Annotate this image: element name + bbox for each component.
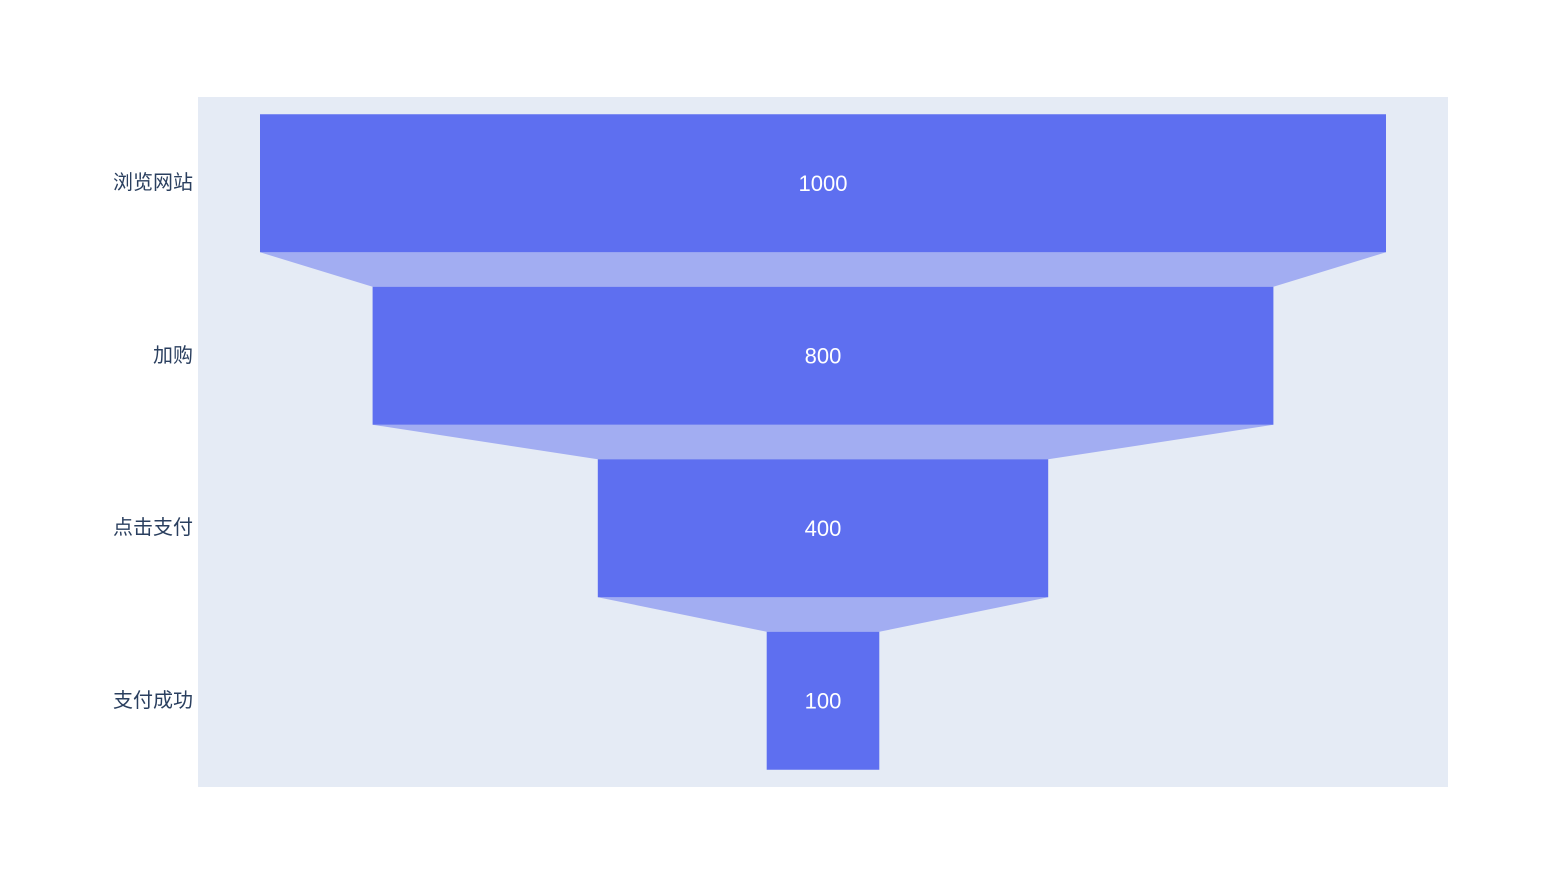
category-label-2: 点击支付 xyxy=(113,517,193,540)
funnel-bar-2[interactable] xyxy=(597,459,1049,598)
funnel-bar-1[interactable] xyxy=(372,286,1274,425)
funnel-bar-0[interactable] xyxy=(260,114,1386,253)
funnel-bar-3[interactable] xyxy=(766,631,880,770)
funnel-connector xyxy=(260,252,1386,287)
value-label-3: 100 xyxy=(805,688,842,713)
value-label-1: 800 xyxy=(805,343,842,368)
category-label-1: 加购 xyxy=(153,344,193,367)
funnel-connector xyxy=(372,424,1274,460)
funnel-connector xyxy=(597,597,1049,632)
value-label-0: 1000 xyxy=(799,171,848,196)
plot-area: 1000 800 400 100 xyxy=(198,97,1448,787)
category-axis: 浏览网站加购点击支付支付成功 xyxy=(0,97,193,787)
category-label-0: 浏览网站 xyxy=(113,172,193,195)
category-label-3: 支付成功 xyxy=(113,689,193,712)
value-label-2: 400 xyxy=(805,516,842,541)
